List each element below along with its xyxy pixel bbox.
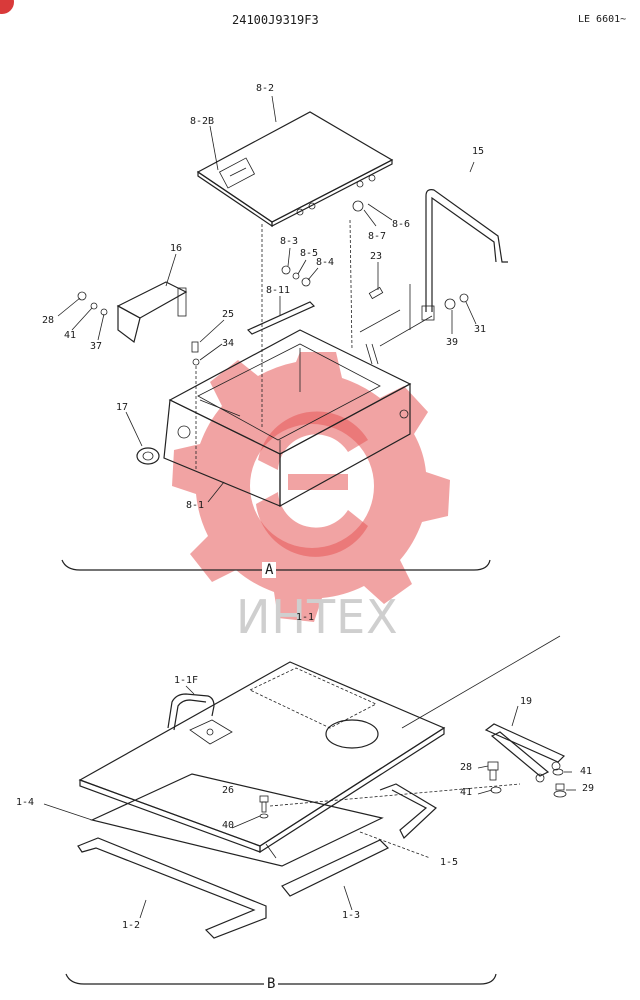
part-label-28-a: 28 [42, 315, 55, 326]
part-label-19: 19 [520, 696, 533, 707]
section-b-bracket [65, 973, 497, 985]
section-a-bracket [61, 559, 491, 571]
section-b-label: B [264, 976, 279, 992]
part-label-25: 25 [222, 309, 235, 320]
stay-arm-19 [484, 723, 566, 783]
part-label-26: 26 [222, 785, 235, 796]
part-label-39: 39 [446, 337, 459, 348]
part-label-1-1f: 1-1F [174, 675, 199, 686]
part-label-37: 37 [90, 341, 103, 352]
box-body-8-1 [163, 329, 412, 508]
part-label-1-5: 1-5 [440, 857, 459, 868]
part-label-8-5: 8-5 [300, 248, 319, 259]
part-label-8-2b: 8-2B [190, 116, 215, 127]
part-label-28-b: 28 [460, 762, 473, 773]
leader-lines-a [57, 95, 477, 503]
small-fasteners-b [259, 761, 567, 819]
part-label-1-4: 1-4 [16, 797, 35, 808]
section-a-label: A [262, 562, 277, 578]
part-label-8-1: 8-1 [186, 500, 205, 511]
part-label-17: 17 [116, 402, 129, 413]
part-label-8-3: 8-3 [280, 236, 299, 247]
strip-1-3 [281, 839, 390, 897]
part-label-8-7: 8-7 [368, 231, 387, 242]
document-code: 24100J9319F3 [232, 13, 319, 27]
floor-plate-1-1 [78, 661, 446, 854]
part-label-16: 16 [170, 243, 183, 254]
bar-8-11 [246, 301, 316, 335]
frame-1-2 [77, 837, 267, 939]
part-label-8-2: 8-2 [256, 83, 275, 94]
grommet-17 [136, 447, 160, 465]
part-label-1-3: 1-3 [342, 910, 361, 921]
part-label-8-6: 8-6 [392, 219, 411, 230]
part-label-41-a: 41 [64, 330, 77, 341]
watermark-text: ИНТЕХ [236, 590, 399, 644]
part-label-31: 31 [474, 324, 487, 335]
cover-plate-8-2 [196, 111, 394, 228]
grip-handle-1-1f [167, 693, 233, 745]
part-label-41-b: 41 [460, 787, 473, 798]
bracket-16 [116, 281, 188, 344]
part-label-23: 23 [370, 251, 383, 262]
part-label-1-2: 1-2 [122, 920, 141, 931]
mat-1-4 [90, 773, 384, 867]
part-label-40: 40 [222, 820, 235, 831]
small-fasteners-a [77, 200, 469, 366]
part-label-29: 29 [582, 783, 595, 794]
part-label-15: 15 [472, 146, 485, 157]
part-label-34: 34 [222, 338, 235, 349]
part-label-1-1: 1-1 [296, 612, 315, 623]
part-label-8-11: 8-11 [266, 285, 291, 296]
part-label-8-4: 8-4 [316, 257, 335, 268]
part-label-41-c: 41 [580, 766, 593, 777]
leader-lines-b [43, 635, 576, 919]
model-number: LE 6601~ [578, 14, 627, 25]
rail-right [379, 783, 437, 839]
handle-15 [421, 189, 508, 321]
